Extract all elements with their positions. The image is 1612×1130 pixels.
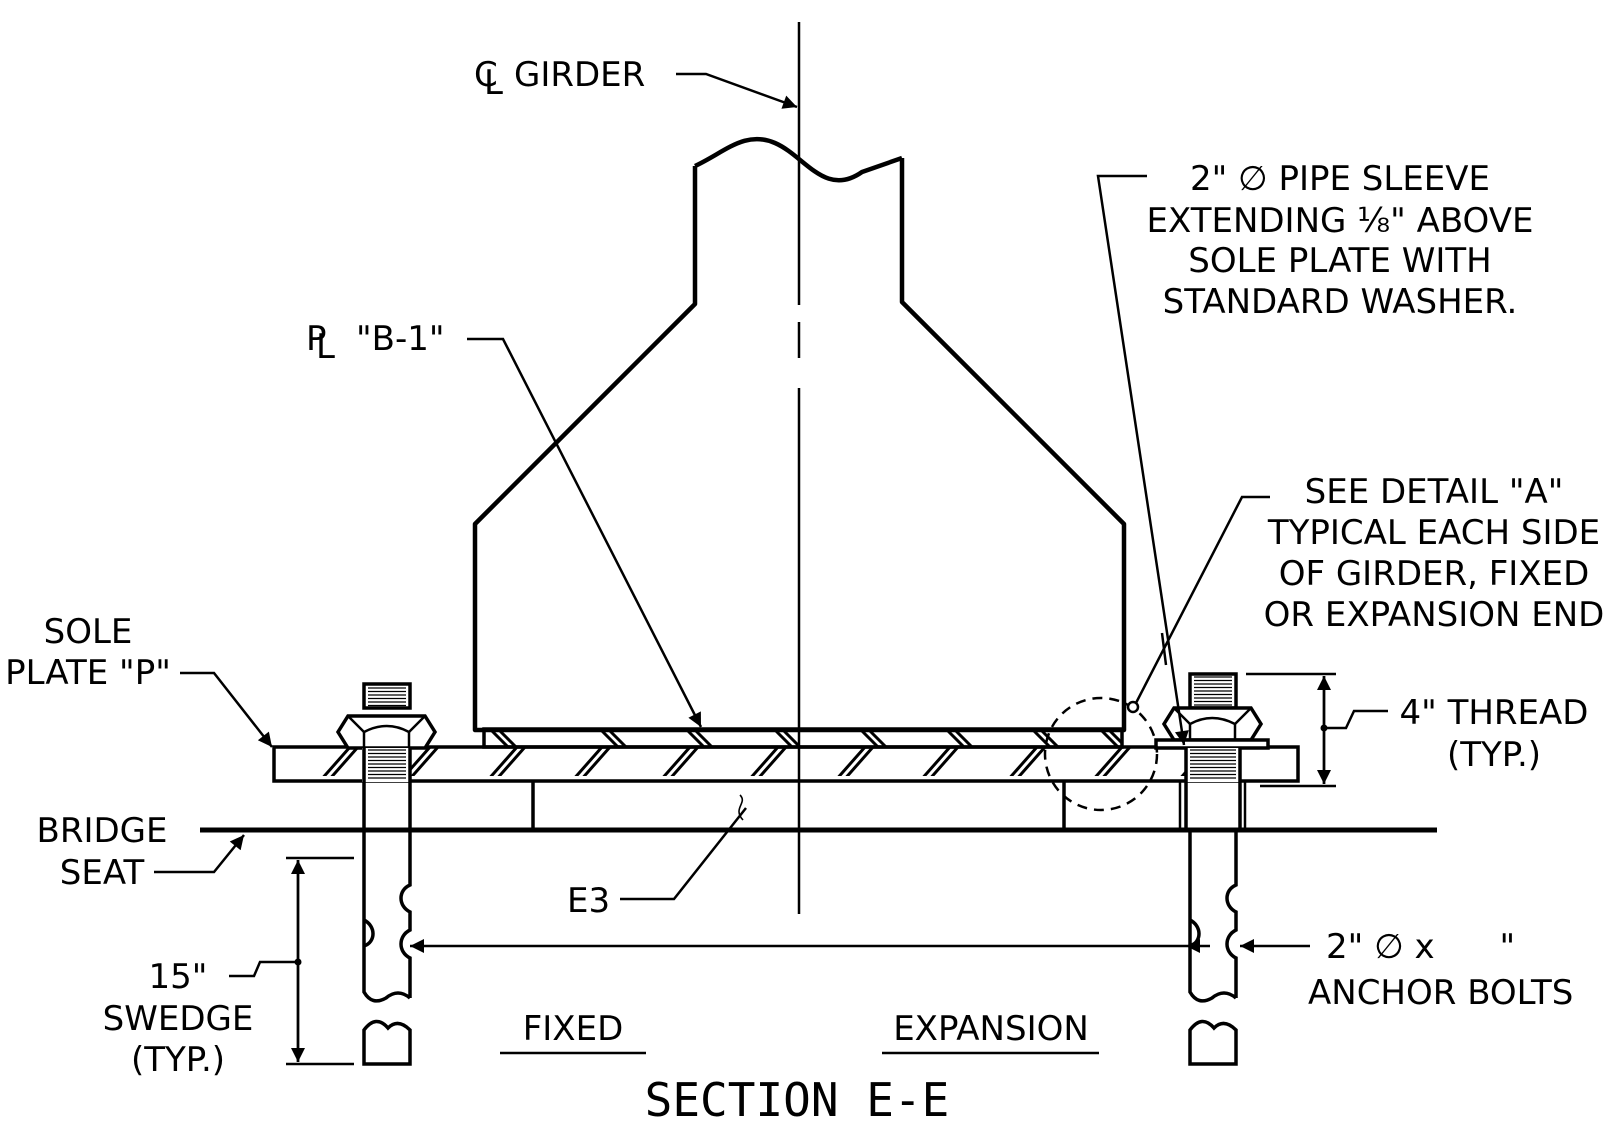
hatch-line — [952, 729, 974, 747]
hatch-line — [598, 729, 620, 747]
hatch-line — [1102, 746, 1132, 776]
hatch-line — [606, 729, 628, 747]
sole-plate — [272, 745, 1300, 783]
svg-text:PLATE "P": PLATE "P" — [5, 653, 171, 693]
hatch-line — [837, 746, 867, 776]
svg-text:STANDARD WASHER.: STANDARD WASHER. — [1163, 282, 1518, 322]
svg-text:2" ∅ PIPE SLEEVE: 2" ∅ PIPE SLEEVE — [1190, 159, 1490, 199]
svg-text:OF GIRDER, FIXED: OF GIRDER, FIXED — [1279, 554, 1590, 594]
swedge-note: 15" SWEDGE (TYP.) — [103, 957, 254, 1080]
masonry-block — [531, 781, 1247, 830]
svg-text:ANCHOR BOLTS: ANCHOR BOLTS — [1308, 973, 1573, 1013]
plate-sub: L — [316, 327, 335, 367]
hatch-line — [772, 729, 794, 747]
plate-symbol: P — [306, 319, 327, 359]
hatch-line — [1009, 746, 1039, 776]
svg-text:SEAT: SEAT — [60, 853, 145, 893]
sole-plate-note: SOLE PLATE "P" — [5, 612, 171, 693]
expansion-label: EXPANSION — [893, 1009, 1089, 1049]
svg-text:(TYP.): (TYP.) — [1447, 735, 1541, 775]
girder-cl-sub: L — [484, 63, 503, 103]
hatch-line — [845, 746, 875, 776]
hatch-line — [1030, 729, 1052, 747]
fixed-label: FIXED — [523, 1009, 624, 1049]
hatch-line — [322, 746, 352, 776]
plate-b1-label: "B-1" — [356, 319, 445, 359]
hatch-line — [670, 746, 700, 776]
svg-text:BRIDGE: BRIDGE — [37, 811, 168, 851]
svg-text:SOLE: SOLE — [44, 612, 133, 652]
hatch-line — [1098, 729, 1120, 747]
hatch-line — [866, 729, 888, 747]
hatch-line — [497, 746, 527, 776]
bridge-seat-note: BRIDGE SEAT — [37, 811, 168, 893]
hatch-line — [930, 746, 960, 776]
detail-a-leader-dot — [1126, 700, 1140, 714]
hatch-line — [1094, 746, 1124, 776]
thread-note: 4" THREAD (TYP.) — [1400, 693, 1589, 775]
hatch-line — [582, 746, 612, 776]
girder-cl-symbol: C — [474, 55, 498, 95]
hatch-line — [496, 729, 518, 747]
svg-text:(TYP.): (TYP.) — [131, 1040, 225, 1080]
svg-text:OR EXPANSION END: OR EXPANSION END — [1264, 595, 1605, 635]
hatch-line — [922, 746, 952, 776]
hatch-line — [1017, 746, 1047, 776]
hatch-line — [1038, 729, 1060, 747]
svg-text:SEE DETAIL "A": SEE DETAIL "A" — [1305, 472, 1564, 512]
e3-label: E3 — [567, 881, 610, 921]
hatch-line — [750, 746, 780, 776]
hatch-line — [758, 746, 788, 776]
hatch-line — [410, 746, 440, 776]
svg-text:2" ∅ x ": 2" ∅ x " — [1326, 927, 1515, 967]
hatch-line — [489, 746, 519, 776]
girder-label: GIRDER — [514, 55, 645, 95]
hatch-line — [780, 729, 802, 747]
hatch-line — [574, 746, 604, 776]
anchor-bolt-fixed — [335, 682, 438, 1066]
hatch-line — [858, 729, 880, 747]
anchor-bolt-expansion — [1154, 672, 1270, 1066]
hatch-line — [1106, 729, 1122, 746]
hatch-line — [944, 729, 966, 747]
detail-a-circle — [1043, 696, 1159, 812]
hatch-line — [662, 746, 692, 776]
standard-washer — [1154, 738, 1270, 750]
svg-text:SOLE PLATE WITH: SOLE PLATE WITH — [1188, 241, 1491, 281]
hatch-line — [330, 746, 360, 776]
svg-text:SWEDGE: SWEDGE — [103, 999, 254, 1039]
girder-break-line — [694, 136, 903, 183]
section-title: SECTION E-E — [645, 1073, 950, 1127]
pipe-sleeve-note: 2" ∅ PIPE SLEEVE EXTENDING ⅛" ABOVE SOLE… — [1147, 159, 1534, 322]
anchor-bolts-note: 2" ∅ x " ANCHOR BOLTS — [1308, 927, 1573, 1013]
see-detail-a-note: SEE DETAIL "A" TYPICAL EACH SIDE OF GIRD… — [1264, 472, 1605, 635]
hatch-line — [684, 729, 706, 747]
svg-text:EXTENDING ⅛" ABOVE: EXTENDING ⅛" ABOVE — [1147, 201, 1534, 241]
leaders — [154, 72, 1388, 978]
svg-text:15": 15" — [149, 957, 208, 997]
svg-text:4" THREAD: 4" THREAD — [1400, 693, 1589, 733]
hatch-line — [692, 729, 714, 747]
hatch-line — [488, 729, 510, 747]
svg-text:TYPICAL EACH SIDE: TYPICAL EACH SIDE — [1267, 513, 1600, 553]
